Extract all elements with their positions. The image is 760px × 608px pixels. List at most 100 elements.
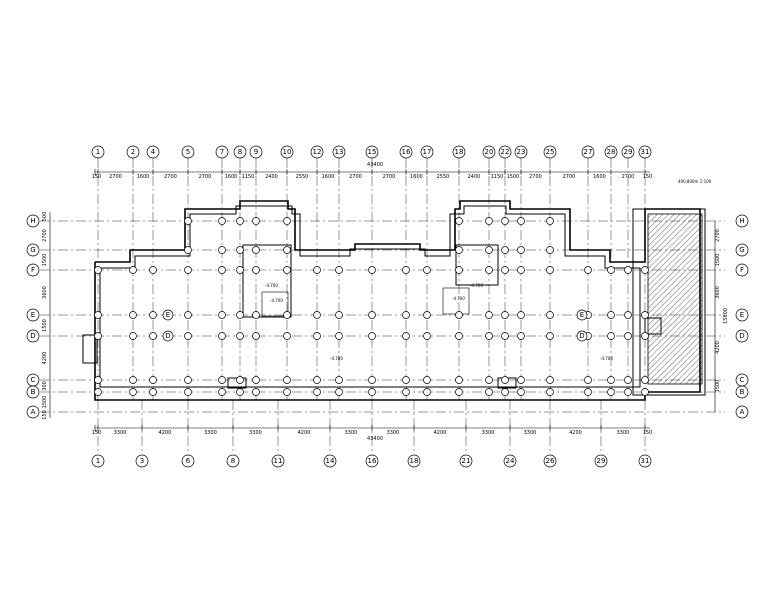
top-dimension-value: 2550: [296, 174, 309, 180]
column-marker: [335, 311, 343, 319]
axis-label-bottom: 26: [546, 457, 555, 465]
column-marker: [283, 246, 291, 254]
column-marker: [252, 376, 260, 384]
row-bubble-left: [26, 308, 40, 322]
bottom-dimension-value: 150: [643, 430, 653, 436]
row-bubble-left: [26, 385, 40, 399]
column-marker: [94, 332, 102, 340]
column-marker: [641, 311, 649, 319]
row-label-left: E: [31, 311, 35, 319]
column-marker: [184, 266, 192, 274]
left-dimension-value: 1500: [42, 396, 48, 409]
top-dimension-value: 2700: [164, 174, 177, 180]
bottom-dimension-value: 4200: [298, 430, 311, 436]
left-dimension-value: 300: [42, 381, 48, 391]
column-marker: [283, 217, 291, 225]
axis-label-top: 2: [131, 148, 135, 156]
column-marker: [641, 266, 649, 274]
column-marker: [624, 376, 632, 384]
bottom-dimension-value: 3300: [114, 430, 127, 436]
axis-label-bottom: 14: [326, 457, 335, 465]
right-dimension-value: 4200: [715, 341, 721, 354]
bottom-dimension-value: 3300: [345, 430, 358, 436]
row-bubble-right: [735, 405, 749, 419]
axis-bubble-top: [310, 145, 324, 159]
left-dimension-value: 150: [42, 410, 48, 420]
column-marker: [313, 266, 321, 274]
column-marker: [149, 388, 157, 396]
axis-label-top: 4: [151, 148, 156, 156]
axis-bubble-top: [452, 145, 466, 159]
column-marker: [485, 388, 493, 396]
row-bubble-interior: [576, 309, 588, 321]
bottom-dimension-value: 3300: [204, 430, 217, 436]
column-marker: [423, 376, 431, 384]
column-marker: [546, 376, 554, 384]
column-marker: [129, 266, 137, 274]
axis-bubble-top: [638, 145, 652, 159]
bottom-dimension-value: 4200: [159, 430, 172, 436]
axis-bubble-top: [280, 145, 294, 159]
left-dimension-value: 1500: [42, 254, 48, 267]
column-marker: [335, 376, 343, 384]
row-label-left: H: [30, 217, 35, 225]
axis-label-top: 1: [96, 148, 100, 156]
column-marker: [517, 332, 525, 340]
bottom-dimension-value: 3300: [387, 430, 400, 436]
row-bubble-right: [735, 214, 749, 228]
exterior-wall: [94, 200, 701, 401]
column-marker: [184, 332, 192, 340]
row-bubble-right: [735, 263, 749, 277]
row-label-right: H: [739, 217, 744, 225]
column-marker: [283, 311, 291, 319]
bottom-dimension-value: 3300: [482, 430, 495, 436]
column-marker: [641, 376, 649, 384]
column-marker: [485, 217, 493, 225]
right-total-dimension: 15800: [723, 308, 729, 324]
axis-label-top: 13: [335, 148, 344, 156]
row-bubble-right: [735, 385, 749, 399]
row-label-right: D: [739, 332, 744, 340]
top-dimension-value: 1500: [507, 174, 520, 180]
column-marker: [402, 388, 410, 396]
axis-label-top: 28: [607, 148, 616, 156]
column-marker: [368, 388, 376, 396]
axis-bubble-top: [498, 145, 512, 159]
shaft-right: [442, 287, 470, 315]
axis-label-top: 12: [313, 148, 322, 156]
column-marker: [283, 332, 291, 340]
axis-bubble-top: [146, 145, 160, 159]
roof-boundary: [632, 208, 706, 396]
column-marker: [368, 266, 376, 274]
column-marker: [335, 332, 343, 340]
column-marker: [455, 246, 463, 254]
axis-label-bottom: 1: [96, 457, 100, 465]
column-marker: [184, 376, 192, 384]
axis-label-top: 23: [517, 148, 526, 156]
column-marker: [252, 388, 260, 396]
column-marker: [335, 388, 343, 396]
top-dimension-value: 2400: [265, 174, 278, 180]
column-marker: [236, 246, 244, 254]
column-marker: [184, 311, 192, 319]
elevation-mark: -4.700: [265, 283, 278, 288]
top-total-dimension: 43400: [367, 162, 383, 168]
top-dimension-value: 1600: [225, 174, 238, 180]
column-marker: [624, 311, 632, 319]
row-bubble-interior: [162, 330, 174, 342]
column-marker: [218, 388, 226, 396]
row-label-right: C: [740, 376, 745, 384]
right-dimension-value: 2700: [715, 229, 721, 242]
column-marker: [501, 388, 509, 396]
column-marker: [252, 311, 260, 319]
column-marker: [368, 376, 376, 384]
row-label-interior: E: [580, 311, 584, 319]
top-dimension-value: 150: [643, 174, 653, 180]
column-marker: [485, 311, 493, 319]
column-marker: [546, 311, 554, 319]
equipment-box-3: [644, 317, 662, 335]
row-label-right: E: [740, 311, 744, 319]
column-marker: [423, 332, 431, 340]
column-marker: [517, 217, 525, 225]
